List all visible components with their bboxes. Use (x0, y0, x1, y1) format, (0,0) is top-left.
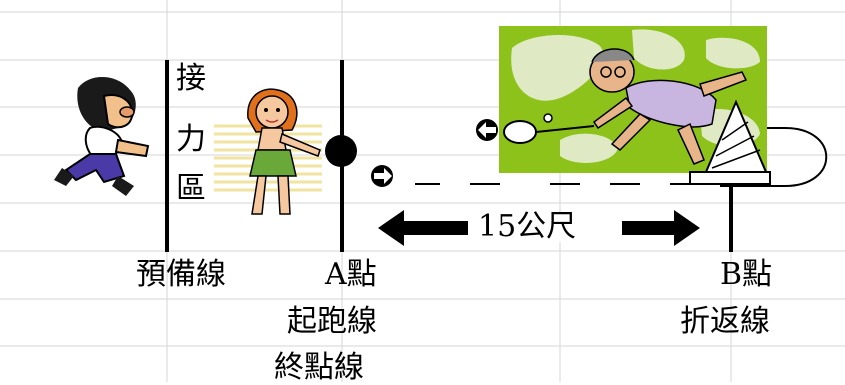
point-a-label: A點 (325, 257, 377, 292)
left-arrow-icon (476, 119, 498, 141)
relay-zone-char-1: 接 (176, 61, 206, 96)
relay-zone-char-2: 力 (176, 122, 206, 157)
prep-line-label: 預備線 (136, 257, 226, 292)
right-arrow-icon (371, 165, 393, 187)
start-line-label: 起跑線 (287, 304, 377, 339)
cone-icon (689, 99, 771, 185)
turn-line-label: 折返線 (680, 304, 770, 339)
finish-line-label: 終點線 (274, 350, 364, 385)
distance-arrow (378, 210, 700, 246)
turn-loop (720, 127, 828, 187)
badminton-player-icon (499, 26, 767, 173)
relay-zone-char-3: 區 (176, 171, 206, 206)
running-boy-icon (54, 76, 150, 196)
point-b-label: B點 (720, 257, 773, 292)
relay-girl-icon (214, 88, 322, 215)
baton-icon (325, 135, 357, 167)
distance-label: 15公尺 (478, 209, 577, 244)
